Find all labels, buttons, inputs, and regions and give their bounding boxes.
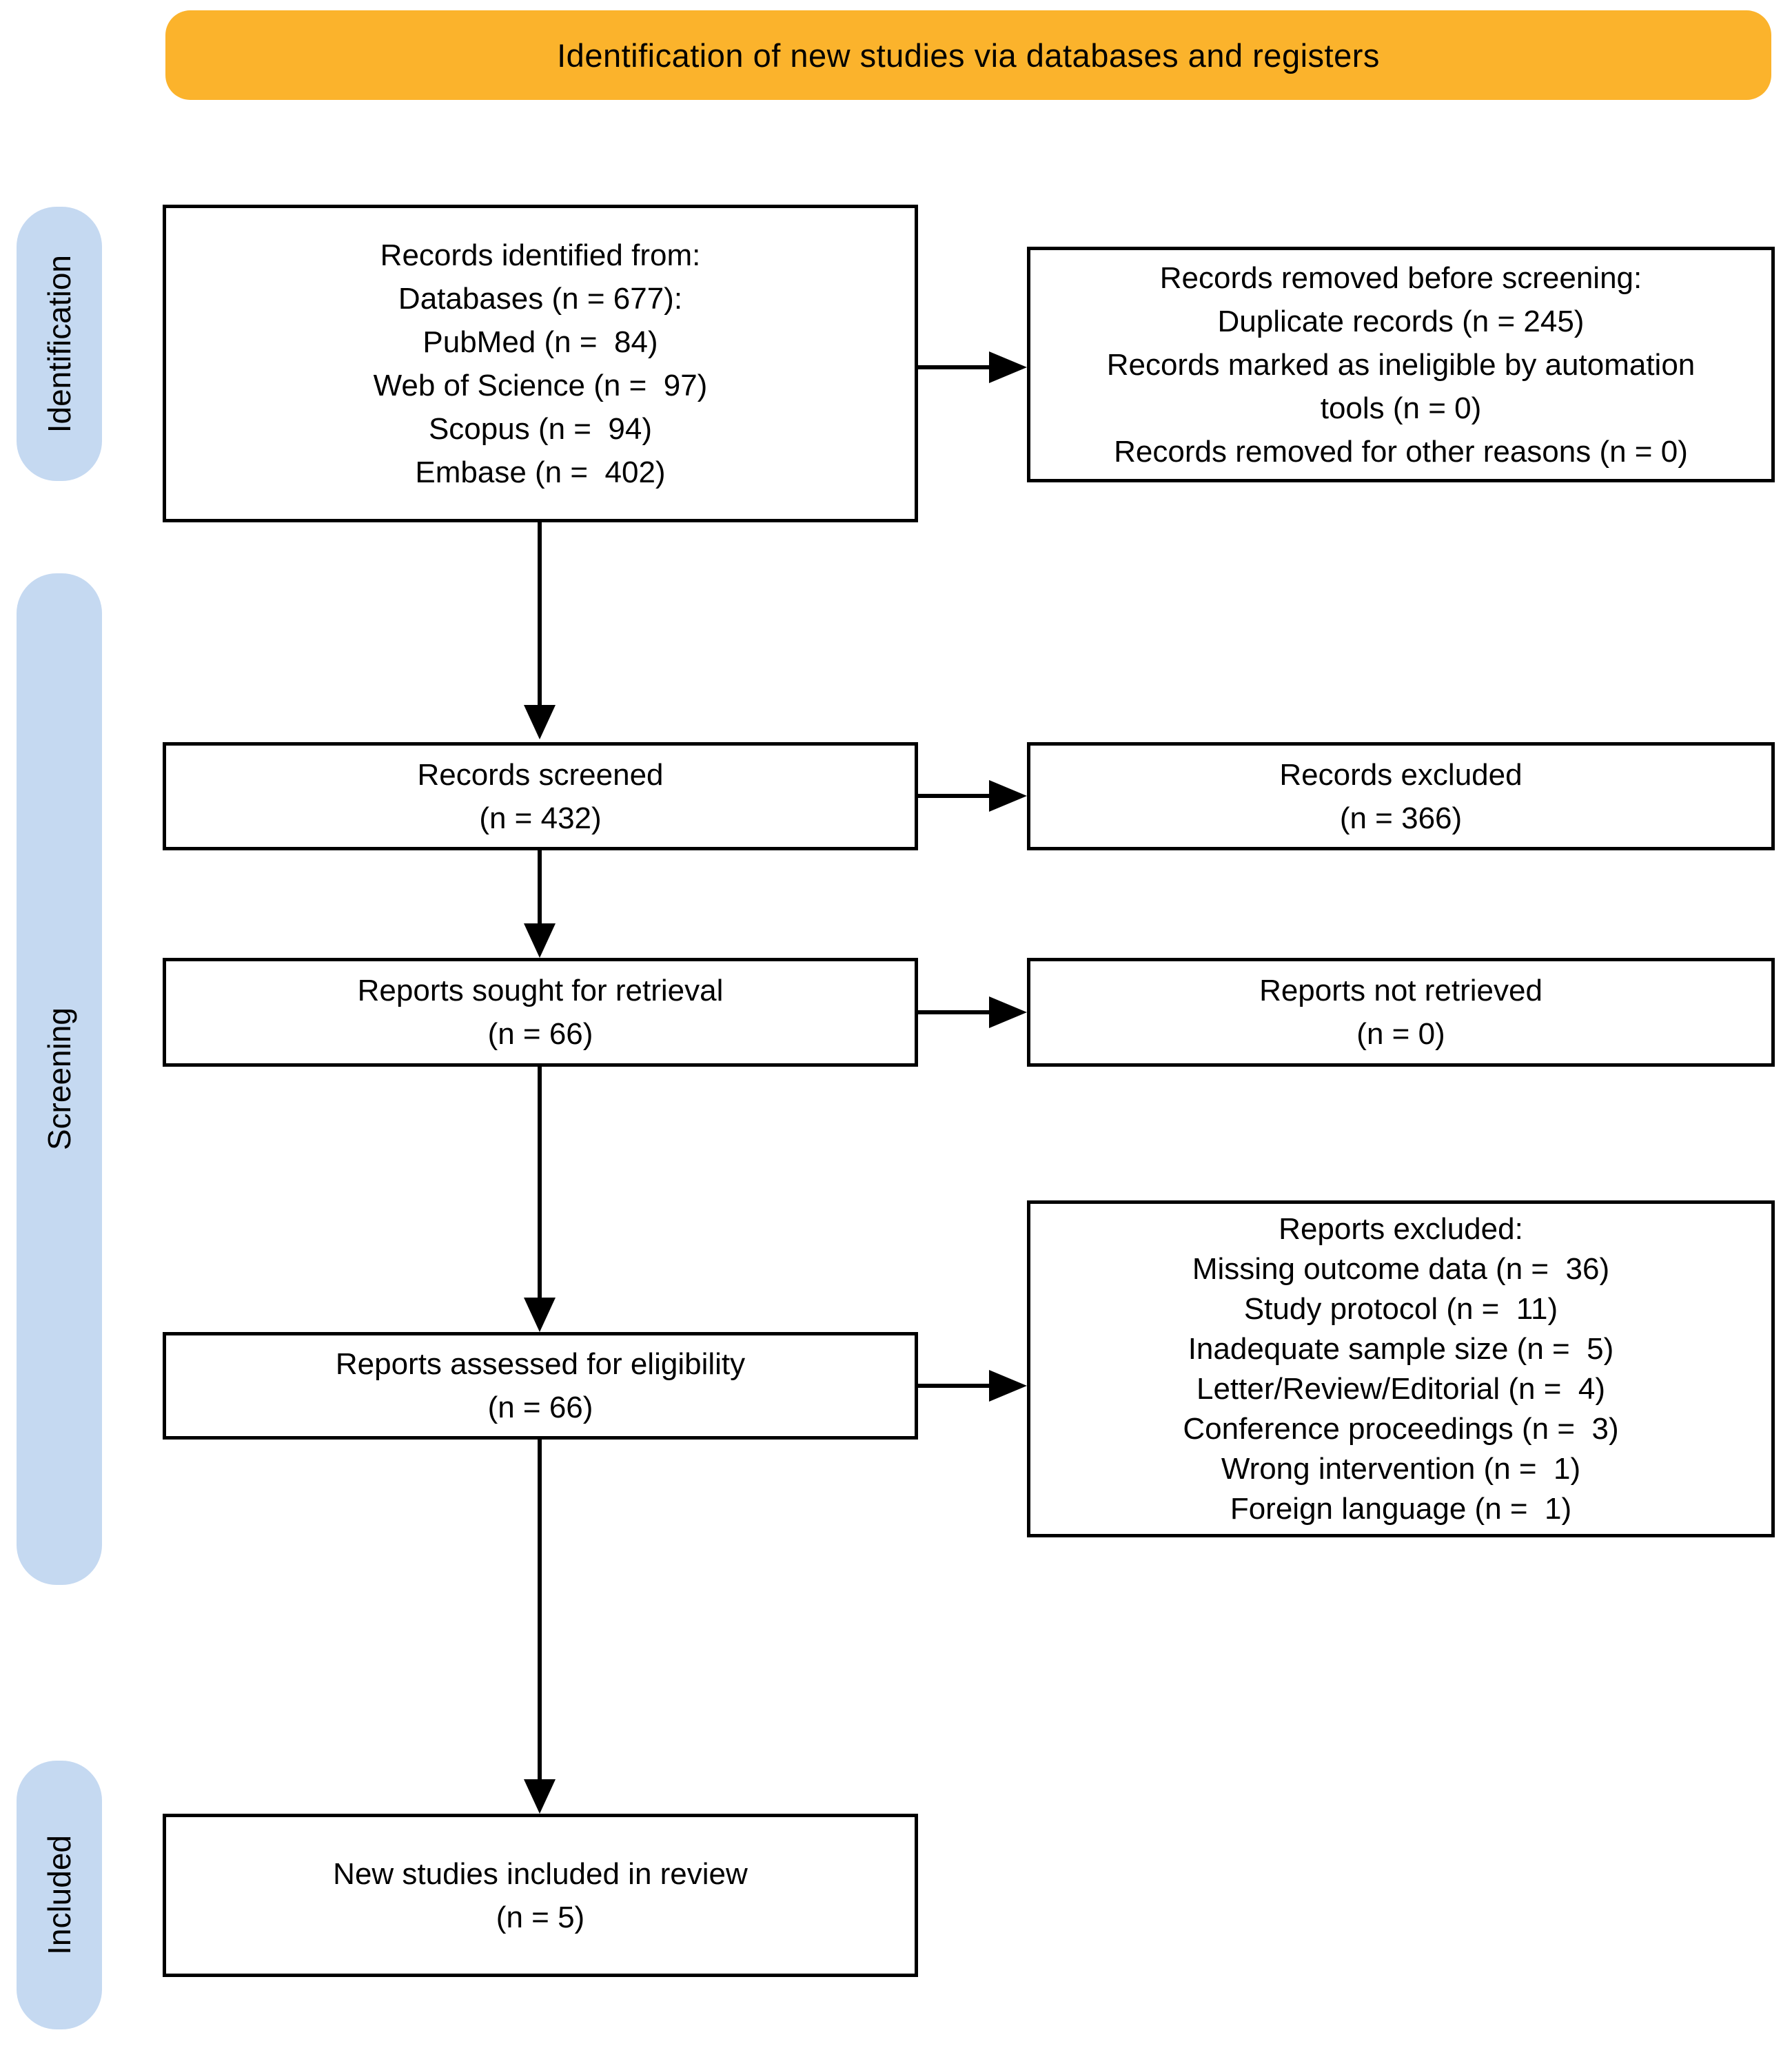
box-line: Records removed for other reasons (n = 0… <box>1114 434 1688 469</box>
stage-pill-identification: Identification <box>17 207 102 481</box>
box-line: Conference proceedings (n = 3) <box>1183 1411 1619 1446</box>
arrow-sought-to-not-retrieved <box>918 996 1027 1028</box>
title-banner-label: Identification of new studies via databa… <box>557 37 1380 74</box>
box-line: (n = 366) <box>1339 801 1463 835</box>
stage-label-included: Included <box>41 1835 77 1955</box>
box-records-excluded: Records excluded (n = 366) <box>1027 742 1775 850</box>
arrow-screened-to-sought <box>524 850 556 958</box>
box-reports-sought: Reports sought for retrieval (n = 66) <box>163 958 918 1067</box>
box-line: Study protocol (n = 11) <box>1243 1291 1558 1326</box>
stage-pill-screening: Screening <box>17 573 102 1585</box>
box-reports-excluded: Reports excluded: Missing outcome data (… <box>1027 1200 1775 1537</box>
box-line: Records screened <box>417 757 664 792</box>
box-line: Records excluded <box>1279 757 1523 792</box>
box-line: Reports not retrieved <box>1259 974 1542 1007</box>
box-line: Records marked as ineligible by automati… <box>1106 347 1696 382</box>
arrow-identified-to-removed <box>918 351 1027 383</box>
box-line: Reports excluded: <box>1279 1211 1523 1246</box>
arrow-assessed-to-included <box>524 1440 556 1814</box>
box-line: Duplicate records (n = 245) <box>1217 304 1585 338</box>
stage-label-screening: Screening <box>41 1007 77 1151</box>
box-line: (n = 66) <box>487 1017 593 1051</box>
box-records-removed: Records removed before screening: Duplic… <box>1027 247 1775 482</box>
box-line: (n = 66) <box>487 1391 593 1424</box>
box-line: (n = 5) <box>496 1900 585 1934</box>
arrow-screened-to-excluded <box>918 780 1027 812</box>
box-line: Scopus (n = 94) <box>428 411 653 446</box>
box-line: Records identified from: <box>380 238 701 272</box>
title-banner: Identification of new studies via databa… <box>165 10 1771 100</box>
box-reports-not-retrieved: Reports not retrieved (n = 0) <box>1027 958 1775 1067</box>
box-line: Reports sought for retrieval <box>357 974 724 1007</box>
box-records-screened: Records screened (n = 432) <box>163 742 918 850</box>
box-line: New studies included in review <box>333 1856 748 1891</box>
box-line: Wrong intervention (n = 1) <box>1221 1451 1581 1486</box>
box-line: Reports assessed for eligibility <box>335 1347 746 1381</box>
arrow-sought-to-assessed <box>524 1067 556 1332</box>
box-line: Inadequate sample size (n = 5) <box>1188 1331 1614 1366</box>
stage-label-identification: Identification <box>41 254 77 433</box>
arrow-assessed-to-reports-excluded <box>918 1370 1027 1402</box>
box-line: Missing outcome data (n = 36) <box>1192 1251 1610 1286</box>
box-records-identified: Records identified from: Databases (n = … <box>163 205 918 522</box>
box-line: Embase (n = 402) <box>415 455 666 489</box>
box-line: Records removed before screening: <box>1159 260 1642 295</box>
box-reports-assessed: Reports assessed for eligibility (n = 66… <box>163 1332 918 1440</box>
box-included-studies: New studies included in review (n = 5) <box>163 1814 918 1977</box>
stage-pill-included: Included <box>17 1761 102 2029</box>
box-line: Foreign language (n = 1) <box>1230 1491 1572 1526</box>
box-line: (n = 0) <box>1356 1017 1445 1051</box>
box-line: Web of Science (n = 97) <box>373 368 708 402</box>
box-line: Databases (n = 677): <box>398 281 683 316</box>
box-line: tools (n = 0) <box>1320 391 1482 425</box>
box-line: Letter/Review/Editorial (n = 4) <box>1196 1371 1606 1406</box>
box-line: PubMed (n = 84) <box>422 325 658 359</box>
arrow-identified-to-screened <box>524 522 556 739</box>
box-line: (n = 432) <box>479 801 602 835</box>
